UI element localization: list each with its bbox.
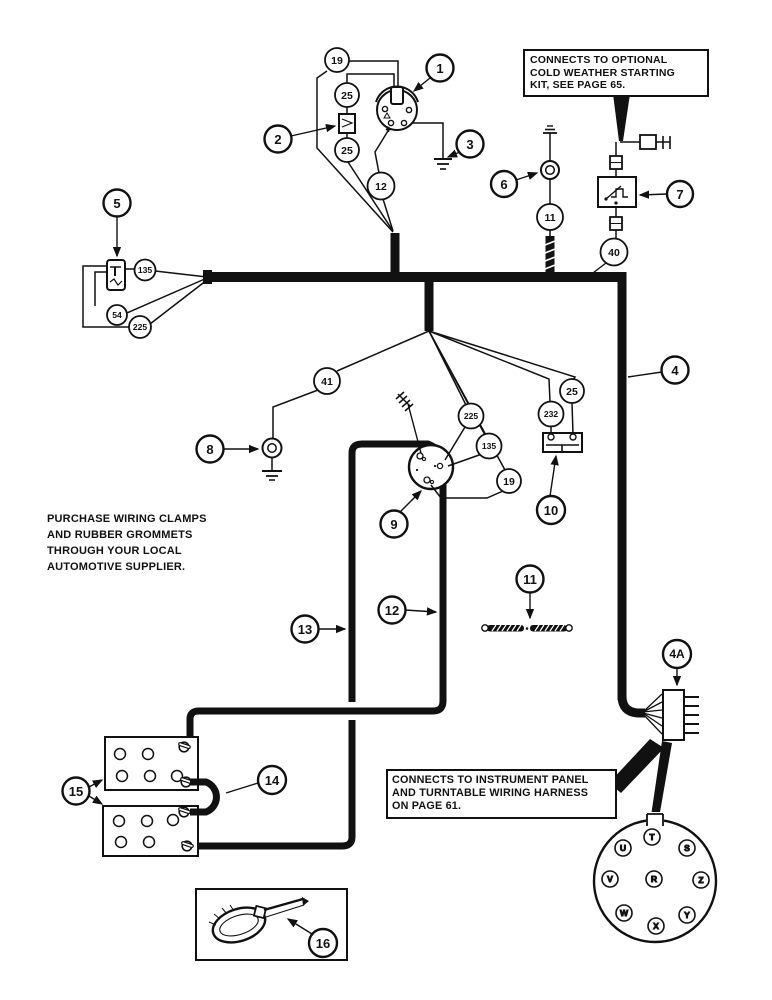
pin-R: R (651, 874, 658, 884)
callout-8: 8 (206, 442, 213, 457)
switch-key (390, 86, 404, 105)
inline-connector (639, 134, 657, 150)
round-connector: T U S V R Z W Y X (592, 812, 718, 944)
callout-1: 1 (436, 61, 443, 76)
pin-X: X (653, 921, 659, 931)
wire-label-19b: 19 (503, 476, 515, 488)
pin-T: T (649, 832, 655, 842)
strap-braid-hatching (491, 624, 565, 632)
callout-11: 11 (523, 572, 537, 587)
label-feed-wires (430, 402, 574, 499)
note-line: ON PAGE 61. (392, 800, 462, 813)
wire-number-labels: 19 25 25 12 135 54 225 41 11 40 225 135 … (106, 47, 629, 494)
wire-label-232: 232 (544, 409, 559, 419)
connector-keyway-notch (646, 813, 664, 826)
callout-2: 2 (274, 132, 281, 147)
callout-4a: 4A (669, 647, 685, 661)
pin-S: S (684, 843, 690, 853)
wire-label-225a: 225 (133, 322, 148, 332)
pin-U: U (620, 843, 626, 853)
plus-mark: + (386, 125, 391, 134)
wedge-cold-weather-note (613, 94, 630, 141)
callout-15: 15 (69, 784, 83, 799)
callouts: 1 2 3 4 4A 5 6 7 8 9 10 11 12 13 14 15 1… (61, 53, 695, 959)
wire-label-19: 19 (331, 55, 343, 67)
sender-switch (106, 259, 126, 291)
wire-label-135b: 135 (482, 441, 497, 451)
battery-cable-13 (193, 720, 356, 850)
note-line: PURCHASE WIRING CLAMPS (47, 513, 207, 525)
temperature-sender (540, 125, 560, 180)
pointer-wedges (609, 94, 672, 818)
note-line: AND TURNTABLE WIRING HARNESS (392, 787, 589, 800)
wire-label-40: 40 (608, 247, 620, 259)
safety-switch (542, 432, 583, 453)
wedge-panel-note (609, 739, 664, 793)
alternator-connector (395, 391, 455, 491)
cable-hatch-mark (395, 391, 414, 412)
tie-serrations (208, 904, 235, 926)
harness-connector-4a (642, 689, 699, 741)
main-harness (203, 233, 645, 718)
note-line: CONNECTS TO OPTIONAL (530, 54, 668, 66)
callout-16: 16 (316, 936, 330, 951)
ground-grommet (261, 437, 283, 481)
battery-cables (186, 440, 447, 850)
callout-7: 7 (676, 187, 683, 202)
pin-Y: Y (684, 910, 690, 920)
wire-label-11: 11 (544, 212, 555, 224)
wire-label-25c: 25 (566, 386, 578, 398)
wire-label-25b: 25 (341, 145, 353, 157)
note-line: AND RUBBER GROMMETS (47, 529, 193, 541)
batteries (102, 736, 220, 857)
ground-symbol-switch (434, 158, 452, 170)
callout-4: 4 (671, 363, 679, 378)
wire-label-41: 41 (321, 376, 333, 388)
callout-10: 10 (544, 503, 558, 518)
callout-12: 12 (385, 603, 399, 618)
fuse-link (338, 113, 356, 134)
pin-W: W (620, 908, 629, 918)
wire-label-135a: 135 (138, 265, 153, 275)
callout-13: 13 (298, 622, 312, 637)
note-line: KIT, SEE PAGE 65. (530, 79, 626, 92)
cold-weather-relay (597, 134, 671, 231)
battery-jumper-cable (190, 778, 220, 816)
note-instrument-panel: CONNECTS TO INSTRUMENT PANEL AND TURNTAB… (386, 769, 617, 819)
braided-ground-strap (481, 624, 573, 632)
callout-6: 6 (500, 177, 507, 192)
ignition-switch: + (375, 85, 419, 135)
note-line: THROUGH YOUR LOCAL (47, 545, 182, 557)
mating-connector-icon (662, 136, 671, 149)
callout-9: 9 (390, 517, 397, 532)
connector-fan-wires (642, 693, 663, 735)
callout-3: 3 (466, 137, 473, 152)
wedge-round-connector (651, 741, 672, 818)
wire-label-12: 12 (375, 181, 387, 193)
note-cold-weather-kit: CONNECTS TO OPTIONAL COLD WEATHER STARTI… (523, 49, 709, 98)
note-line: CONNECTS TO INSTRUMENT PANEL (392, 774, 589, 786)
callout-14: 14 (265, 773, 280, 788)
pin-V: V (607, 874, 613, 884)
tie-ratchet-head (252, 904, 268, 920)
callout-5: 5 (113, 196, 120, 211)
wire-label-25a: 25 (341, 90, 353, 102)
wire-label-225b: 225 (464, 411, 479, 421)
tie-tail-tip (302, 897, 309, 906)
pin-Z: Z (698, 875, 703, 885)
note-line: COLD WEATHER STARTING (530, 66, 675, 79)
note-line: AUTOMOTIVE SUPPLIER. (47, 561, 186, 573)
note-purchase-locally: PURCHASE WIRING CLAMPS AND RUBBER GROMME… (47, 511, 207, 575)
wire-label-54: 54 (112, 310, 122, 320)
battery-cable-12 (186, 440, 447, 746)
stub-hatching (544, 240, 556, 270)
connector-pins-stubs (684, 696, 699, 734)
thin-wires (82, 60, 663, 471)
